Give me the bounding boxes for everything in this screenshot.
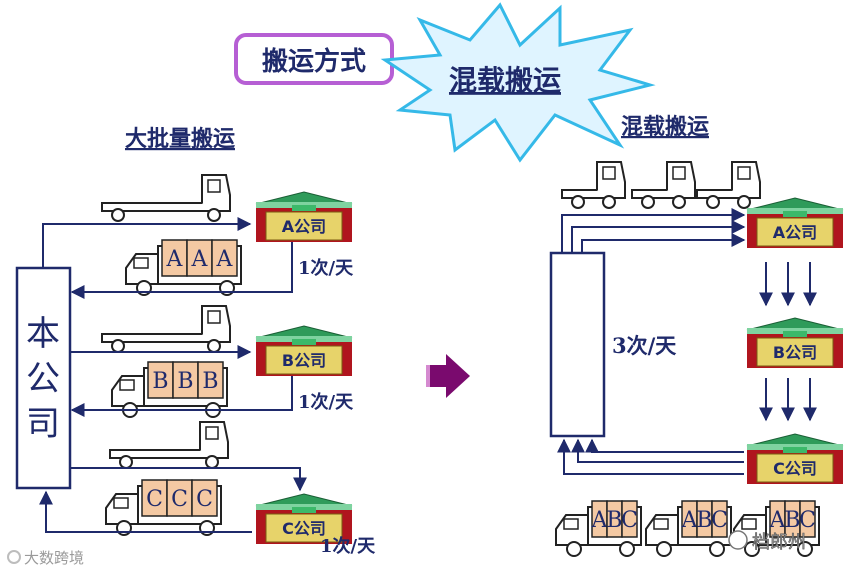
- outbound-arrow: [581, 233, 746, 253]
- watermark-left-text: 大数跨境: [24, 549, 84, 567]
- cargo-letter: C: [146, 487, 163, 512]
- right-title: 混载搬运: [621, 114, 709, 140]
- return-arrow: [571, 438, 744, 463]
- warehouse-3: C公司: [255, 493, 353, 544]
- warehouse-1: A公司: [255, 191, 353, 242]
- left-frequency: 1次/天: [298, 257, 354, 279]
- empty-truck-icon: [109, 421, 229, 469]
- hq-char: 司: [26, 404, 60, 444]
- cargo-letter: B: [152, 369, 168, 394]
- burst-shape: 混载搬运: [380, 2, 656, 163]
- empty-truck-icon: [561, 161, 626, 209]
- return-arrow: [70, 376, 293, 417]
- return-arrow: [557, 438, 744, 475]
- right-warehouse-2: B公司: [746, 317, 844, 368]
- cargo-letter: B: [177, 369, 193, 394]
- return-arrow: [39, 490, 252, 533]
- outbound-arrow: [561, 208, 746, 253]
- loaded-truck-icon: ABC: [645, 500, 732, 557]
- empty-truck-icon: [696, 161, 761, 209]
- empty-truck-icon: [101, 305, 231, 353]
- right-frequency: 3次/天: [612, 333, 677, 358]
- cargo-box: [799, 500, 816, 538]
- cargo-box: [211, 239, 238, 277]
- cargo-letter: B: [696, 508, 712, 533]
- cargo-letter: C: [621, 508, 638, 533]
- cargo-letter: A: [166, 247, 184, 272]
- hq-char: 公: [26, 359, 60, 399]
- warehouse-2: B公司: [255, 325, 353, 376]
- cargo-box: [711, 500, 728, 538]
- hub-box: [549, 251, 606, 438]
- hq-box: 本公司: [15, 266, 72, 490]
- hq-char: 本: [26, 314, 60, 354]
- empty-truck-icon: [101, 174, 231, 222]
- left-frequency: 1次/天: [320, 535, 376, 557]
- hq-label: 本公司: [26, 314, 60, 444]
- cargo-box: [141, 479, 168, 517]
- cargo-letter: A: [216, 247, 234, 272]
- warehouse-label: A公司: [282, 217, 326, 236]
- loaded-truck-icon: ABC: [733, 500, 820, 557]
- loaded-truck-icon: ABC: [555, 500, 642, 557]
- cargo-letter: A: [681, 508, 699, 533]
- right-warehouse-3: C公司: [746, 433, 844, 484]
- burst-label: 混载搬运: [449, 64, 561, 97]
- cargo-letter: A: [191, 247, 209, 272]
- cargo-box: [186, 239, 213, 277]
- left-title: 大批量搬运: [125, 126, 235, 152]
- warehouse-label: A公司: [773, 223, 817, 242]
- cargo-letter: A: [591, 508, 609, 533]
- transition-arrow: [426, 354, 470, 398]
- watermark-right: 档郎州: [728, 530, 806, 553]
- cargo-letter: C: [711, 508, 728, 533]
- outbound-arrow: [70, 467, 307, 492]
- cargo-box: [621, 500, 638, 538]
- warehouse-label: B公司: [282, 351, 326, 370]
- outbound-arrow: [42, 217, 252, 268]
- outbound-arrow: [571, 220, 746, 253]
- method-label-box: 搬运方式: [234, 33, 394, 85]
- cargo-letter: A: [769, 508, 787, 533]
- cargo-letter: B: [202, 369, 218, 394]
- cargo-letter: C: [171, 487, 188, 512]
- cargo-letter: C: [799, 508, 816, 533]
- cargo-box: [197, 361, 224, 399]
- cargo-letter: C: [196, 487, 213, 512]
- empty-truck-icon: [631, 161, 696, 209]
- left-frequency: 1次/天: [298, 391, 354, 413]
- return-arrow: [585, 438, 744, 453]
- warehouse-label: C公司: [773, 459, 817, 478]
- method-label: 搬运方式: [262, 46, 366, 77]
- cargo-box: [191, 479, 218, 517]
- cargo-letter: B: [606, 508, 622, 533]
- cargo-box: [166, 479, 193, 517]
- right-warehouse-1: A公司: [746, 197, 844, 248]
- cargo-letter: B: [784, 508, 800, 533]
- watermark-right-text: 档郎州: [752, 532, 806, 553]
- warehouse-label: C公司: [282, 519, 326, 538]
- cargo-box: [147, 361, 174, 399]
- return-arrow: [70, 242, 293, 299]
- watermark-left: 大数跨境: [7, 549, 84, 567]
- warehouse-label: B公司: [773, 343, 817, 362]
